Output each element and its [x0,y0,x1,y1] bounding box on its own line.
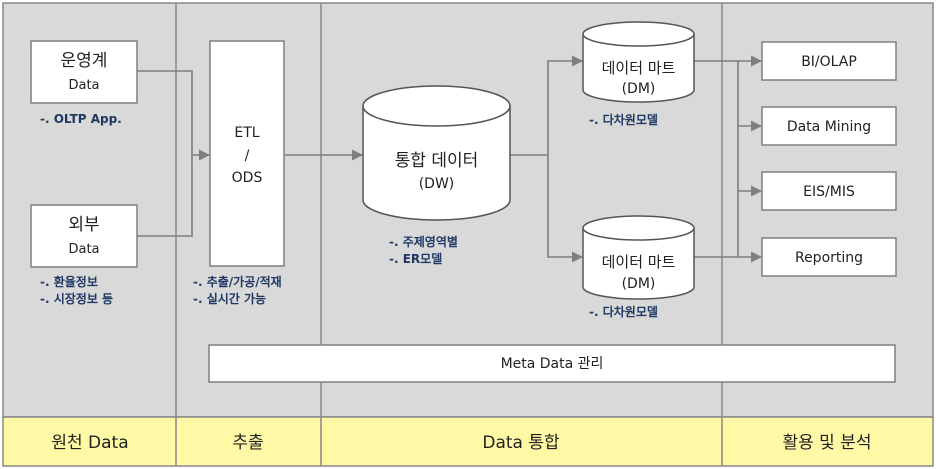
analysis-label-eis-mis: EIS/MIS [803,184,855,200]
data-mart-cylinder-top [582,21,695,103]
data-mart-top-title: 데이터 마트 [602,59,676,77]
footer-label-integration: Data 통합 [482,433,560,453]
data-mart-cylinder-bottom [582,215,695,300]
data-mart-top-subtitle: (DM) [622,81,656,97]
dw-note-2: -. ER모델 [389,252,443,266]
source-box-operational [30,40,138,104]
source-external-title: 외부 [68,215,99,235]
connector-arrow [547,155,583,263]
source-operational-subtitle: Data [68,78,99,93]
data-mart-bottom-note: -. 다차원모델 [589,305,658,319]
footer-band [2,416,934,467]
source-external-note-1: -. 환율정보 [40,275,98,289]
extraction-note-2: -. 실시간 가능 [193,292,267,306]
data-mart-top-note: -. 다차원모델 [589,113,658,127]
footer-label-analysis: 활용 및 분석 [782,433,871,453]
dw-title: 통합 데이터 [395,151,479,171]
source-operational-note: -. OLTP App. [40,112,122,126]
etl-label: ETL [234,125,259,141]
data-mart-bottom-title: 데이터 마트 [602,253,676,271]
source-external-note-2: -. 시장정보 등 [40,292,114,306]
dw-note-1: -. 주제영역별 [389,235,458,249]
etl-ods-box [209,40,285,267]
connector-line [694,60,739,258]
dw-subtitle: (DW) [419,176,455,192]
ods-label: ODS [232,170,263,186]
connector-arrow [510,55,583,156]
etl-separator: / [245,148,250,164]
analysis-box-reporting [761,237,897,277]
footer-label-extraction: 추출 [232,433,263,453]
analysis-box-bi-olap [761,41,897,81]
connector-line [137,155,193,237]
extraction-note-1: -. 추출/가공/적재 [193,275,282,289]
source-external-subtitle: Data [68,242,99,257]
connector-line [137,70,193,155]
source-box-external [30,204,138,268]
dw-cylinder [362,85,511,221]
footer-label-source: 원천 Data [51,433,128,453]
analysis-box-eis-mis [761,171,897,211]
analysis-box-data-mining [761,106,897,146]
analysis-label-bi-olap: BI/OLAP [801,54,857,70]
analysis-label-reporting: Reporting [795,250,863,266]
data-mart-bottom-subtitle: (DM) [622,276,656,292]
metadata-bar [208,344,896,383]
metadata-label: Meta Data 관리 [501,356,604,372]
analysis-label-data-mining: Data Mining [787,119,871,135]
source-operational-title: 운영계 [61,51,108,71]
